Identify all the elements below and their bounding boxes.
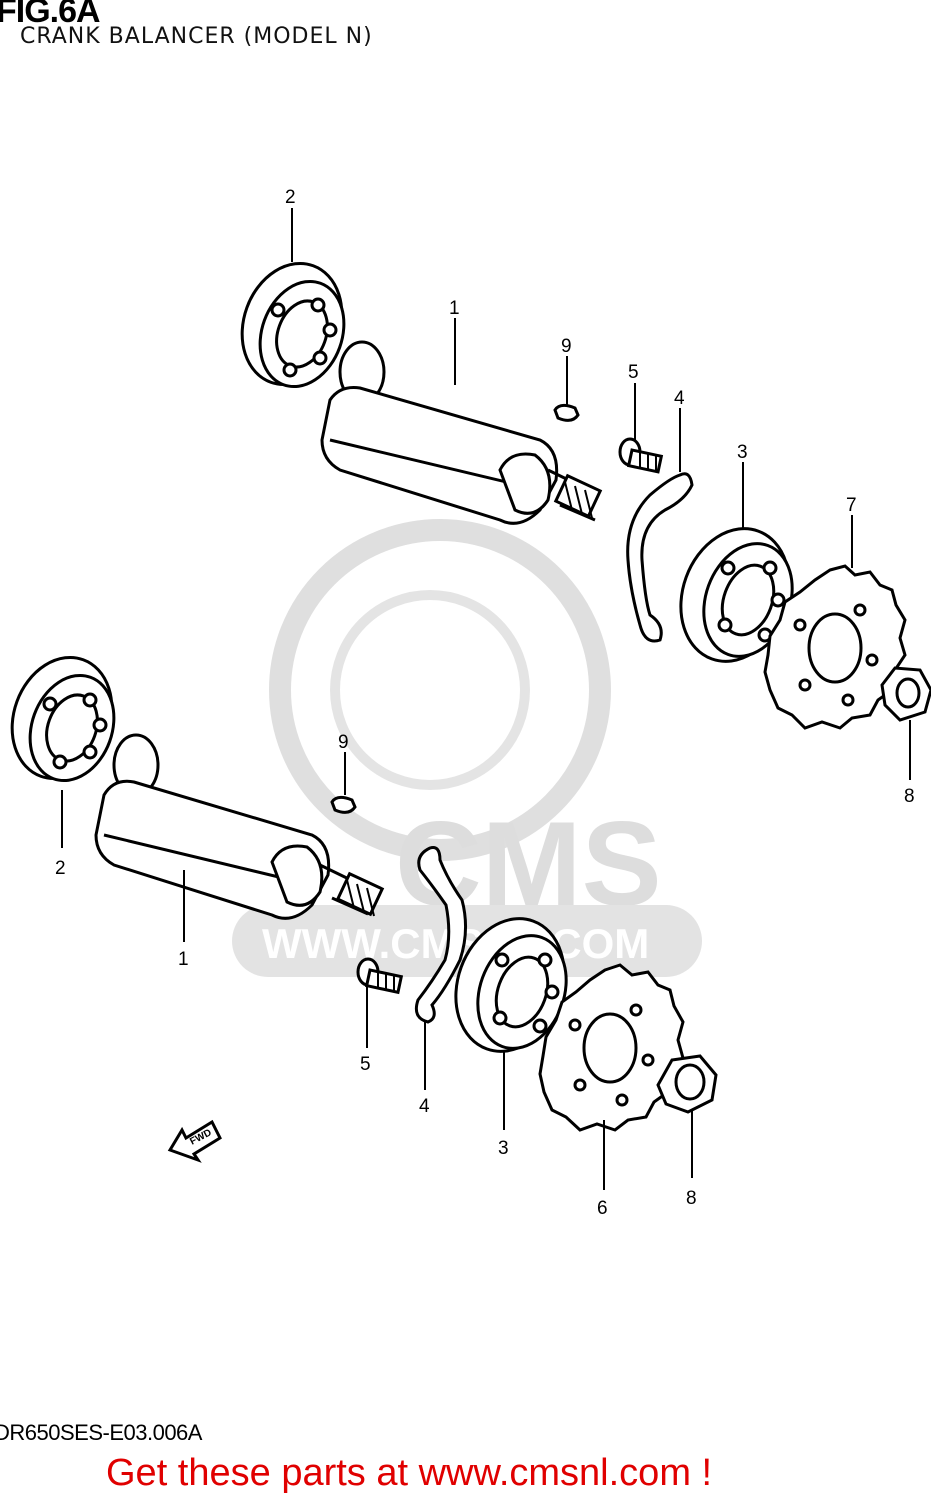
lower-balancer-gear xyxy=(538,963,685,1132)
upper-nut xyxy=(880,666,931,722)
callout-number: 3 xyxy=(498,1138,509,1159)
forward-direction-arrow: FWD xyxy=(167,1119,222,1163)
watermark-mascot-face xyxy=(330,590,530,790)
lower-callouts: 2 9 1 5 4 3 6 8 xyxy=(55,732,697,1219)
callout-number: 1 xyxy=(449,298,460,319)
upper-callouts: 2 1 9 5 4 3 7 8 xyxy=(285,187,915,807)
upper-bolt xyxy=(618,437,664,474)
upper-key xyxy=(553,403,580,422)
watermark-mascot-outline xyxy=(269,519,611,861)
upper-balancer-shaft xyxy=(320,340,603,525)
callout-leaders xyxy=(61,208,911,1190)
cms-watermark: CMS WWW.CMSNL.COM xyxy=(232,519,702,977)
callout-number: 9 xyxy=(561,336,572,357)
watermark-url-band xyxy=(232,905,702,977)
lower-bearing-left xyxy=(10,655,116,783)
upper-retainer-plate xyxy=(626,472,694,643)
lower-balancer-shaft xyxy=(94,733,385,920)
callout-number: 9 xyxy=(338,732,349,753)
upper-balancer-gear xyxy=(763,564,907,730)
callout-number: 2 xyxy=(285,187,296,208)
drawing-code: DR650SES-E03.006A xyxy=(0,1420,202,1445)
figure-label: FIG.6A xyxy=(0,0,101,30)
callout-number: 5 xyxy=(628,362,639,383)
callout-number: 4 xyxy=(674,388,685,409)
callout-number: 7 xyxy=(846,495,857,516)
callout-number: 2 xyxy=(55,858,66,879)
callout-number: 6 xyxy=(597,1198,608,1219)
lower-bearing-right xyxy=(454,917,568,1053)
callout-number: 3 xyxy=(737,442,748,463)
callout-number: 8 xyxy=(686,1188,697,1209)
upper-bearing-left xyxy=(240,261,346,389)
lower-bolt xyxy=(356,957,404,995)
lower-retainer-plate xyxy=(414,846,467,1024)
lower-key xyxy=(330,795,357,814)
upper-bearing-right xyxy=(679,527,794,663)
callout-number: 4 xyxy=(419,1096,430,1117)
diagram-subtitle: CRANK BALANCER (MODEL N) xyxy=(20,24,373,49)
callout-number: 1 xyxy=(178,949,189,970)
callout-number: 8 xyxy=(904,786,915,807)
parts-shop-link[interactable]: Get these parts at www.cmsnl.com ! xyxy=(106,1452,713,1494)
lower-nut xyxy=(656,1054,718,1114)
callout-number: 5 xyxy=(360,1054,371,1075)
